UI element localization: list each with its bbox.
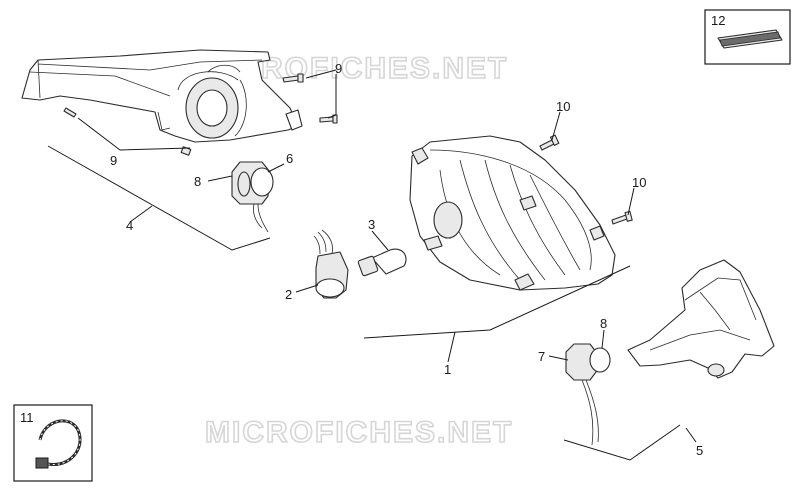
bulb-3 — [357, 248, 407, 277]
callout-8-right: 8 — [600, 316, 607, 331]
watermark-bottom: MICROFICHES.NET — [205, 416, 513, 449]
reflector-part-5 — [627, 259, 775, 379]
bulb-socket-6 — [231, 161, 274, 233]
callout-8-left: 8 — [194, 174, 201, 189]
callout-10-top: 10 — [556, 99, 570, 114]
callout-labels: 1 2 3 4 5 6 7 8 8 9 9 10 10 — [110, 61, 703, 458]
callout-12: 12 — [711, 13, 725, 28]
inset-box-12: 12 — [704, 9, 791, 65]
cable-tie-part — [35, 419, 82, 469]
callout-10-right: 10 — [632, 175, 646, 190]
callout-7: 7 — [538, 349, 545, 364]
callout-3: 3 — [368, 217, 375, 232]
callout-4: 4 — [126, 218, 133, 233]
callout-2: 2 — [285, 287, 292, 302]
headlight-lens-part — [409, 135, 616, 291]
callout-6: 6 — [286, 151, 293, 166]
leader-lines — [47, 69, 697, 461]
bulb-socket-7 — [565, 343, 611, 446]
bulb-socket-2 — [313, 229, 349, 299]
callout-9-top: 9 — [335, 61, 342, 76]
callout-9-bottom: 9 — [110, 153, 117, 168]
screw-10 — [539, 134, 633, 225]
callout-1: 1 — [444, 362, 451, 377]
headlight-housing-part — [21, 49, 303, 143]
inset-box-11: 11 — [13, 404, 93, 482]
callout-11: 11 — [20, 410, 34, 425]
callout-5: 5 — [696, 443, 703, 458]
